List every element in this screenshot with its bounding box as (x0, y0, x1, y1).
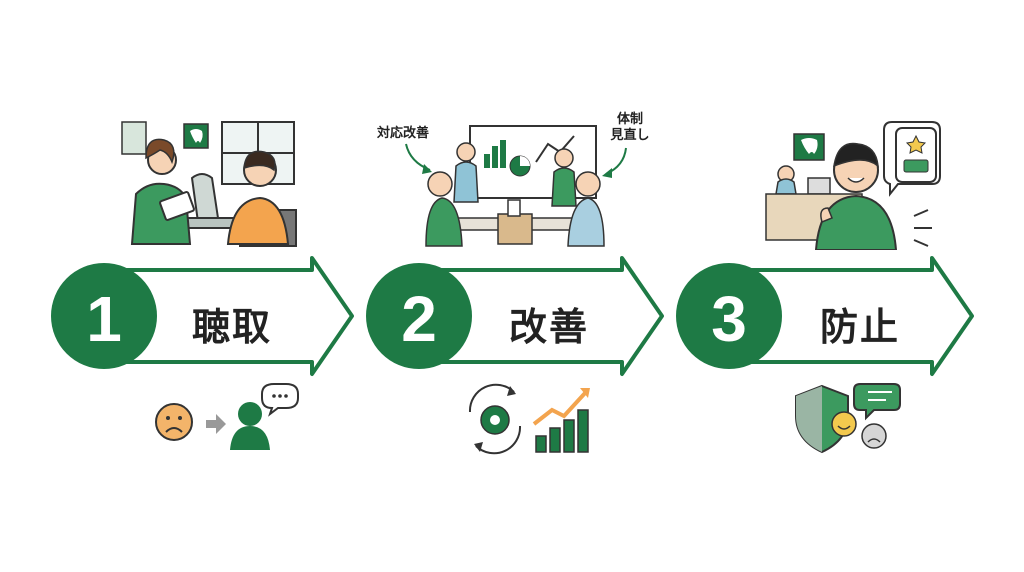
person-speaking-icon (230, 383, 299, 450)
sad-face-icon (155, 403, 193, 441)
step2-icons (468, 383, 590, 455)
shield-icon (795, 384, 849, 454)
callout-right-line2: 見直し (610, 128, 650, 143)
star-rating-icon (905, 134, 927, 154)
growth-chart-icon (532, 388, 590, 453)
step-circle-1 (51, 263, 157, 369)
step-number-3: 3 (711, 283, 747, 355)
step1-icons (155, 383, 299, 450)
step-number-2: 2 (401, 283, 437, 355)
callout-right: 体制 見直し (608, 112, 652, 144)
happy-face-icon (831, 411, 857, 437)
arrow-right-icon (206, 414, 226, 434)
arrow-3 (728, 256, 974, 376)
step-circle-3 (676, 263, 782, 369)
callout-right-arrow-icon (602, 147, 627, 178)
step-title-3: 防止 (820, 305, 901, 349)
board-bar-chart-icon (484, 140, 506, 168)
step3-icons (795, 383, 901, 454)
step-number-1: 1 (86, 283, 122, 355)
arrow-1 (98, 256, 354, 376)
gear-cycle-icon (468, 383, 522, 455)
step-title-1: 聴取 (192, 305, 273, 349)
illustration-consultation (121, 121, 297, 247)
step-circle-2 (366, 263, 472, 369)
arrow-2 (418, 256, 664, 376)
callout-left-arrow-icon (405, 143, 432, 174)
speech-bubble-icon (853, 383, 901, 421)
tooth-icon (183, 123, 209, 149)
callout-right-line1: 体制 (616, 112, 643, 127)
callout-left: 対応改善 (377, 126, 430, 141)
illustration-meeting (425, 125, 605, 247)
illustration-reception (765, 121, 941, 250)
tooth-sign-icon (793, 133, 825, 161)
step-title-2: 改善 (509, 305, 590, 349)
angry-face-icon (861, 423, 887, 449)
